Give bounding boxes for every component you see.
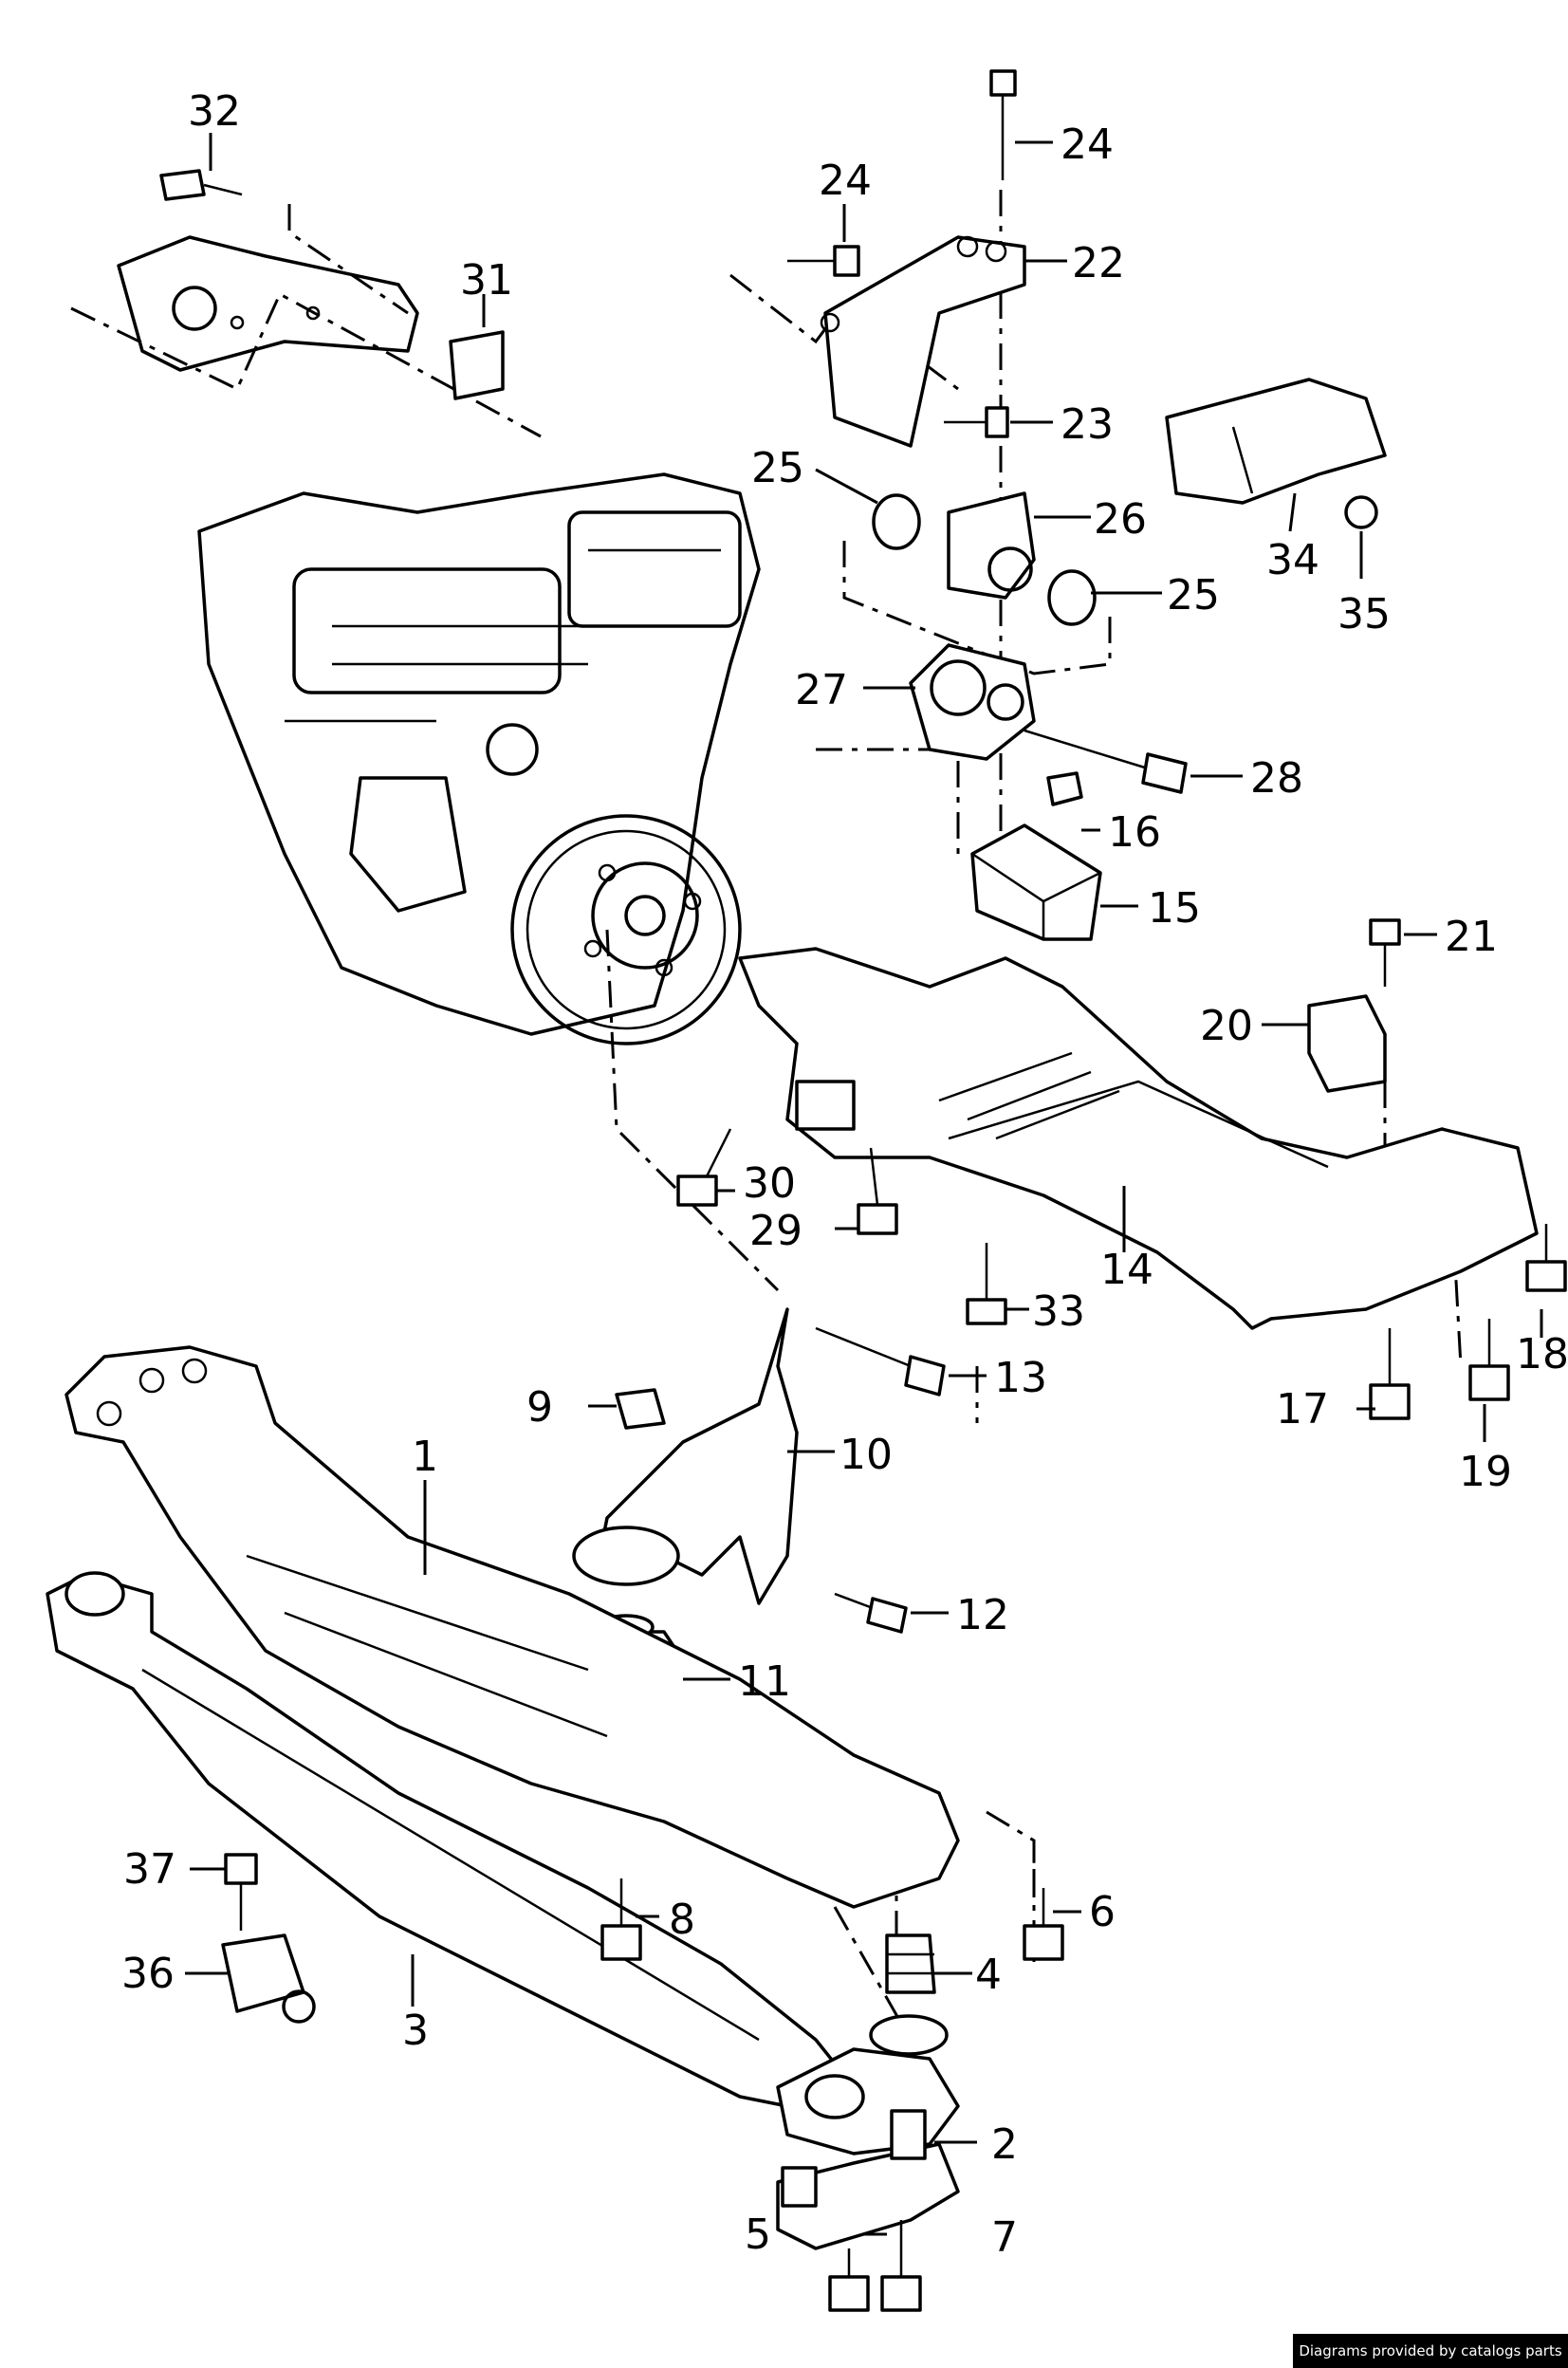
callout-31: 31 xyxy=(460,256,513,305)
leader-lines xyxy=(185,133,1543,2236)
bracket-31-32 xyxy=(117,169,505,400)
callout-25-right: 25 xyxy=(1167,571,1220,620)
callout-22: 22 xyxy=(1072,239,1125,287)
engine-assembly xyxy=(197,472,761,1045)
callout-8: 8 xyxy=(669,1896,695,1944)
callout-13: 13 xyxy=(994,1354,1047,1402)
callout-19: 19 xyxy=(1459,1448,1512,1496)
callout-37: 37 xyxy=(123,1845,176,1894)
callout-32: 32 xyxy=(188,87,241,136)
callout-6: 6 xyxy=(1089,1888,1116,1936)
callout-14: 14 xyxy=(1100,1246,1153,1294)
callout-11: 11 xyxy=(738,1657,791,1706)
callout-15: 15 xyxy=(1148,884,1201,933)
callout-27: 27 xyxy=(795,666,848,714)
callout-34: 34 xyxy=(1266,536,1319,584)
callout-28: 28 xyxy=(1250,754,1303,803)
callout-35: 35 xyxy=(1337,590,1391,638)
callout-5: 5 xyxy=(745,2211,771,2259)
callout-2: 2 xyxy=(991,2120,1018,2169)
callout-24-top: 24 xyxy=(1061,120,1114,169)
callout-30: 30 xyxy=(743,1159,796,1208)
callout-20: 20 xyxy=(1200,1002,1253,1050)
callout-12: 12 xyxy=(956,1591,1009,1639)
callout-10: 10 xyxy=(839,1431,893,1479)
subframe-14 xyxy=(676,918,1567,1420)
callout-26: 26 xyxy=(1094,495,1147,544)
callout-1: 1 xyxy=(412,1433,438,1481)
callout-7: 7 xyxy=(991,2213,1018,2262)
callout-24-side: 24 xyxy=(819,157,872,205)
callout-17: 17 xyxy=(1276,1385,1329,1434)
upper-mount-components xyxy=(787,69,1387,941)
callout-16: 16 xyxy=(1108,808,1161,857)
callout-33: 33 xyxy=(1032,1287,1085,1336)
callout-3: 3 xyxy=(402,2007,429,2055)
callout-29: 29 xyxy=(749,1207,802,1255)
callout-9: 9 xyxy=(526,1383,553,1432)
callout-25-left: 25 xyxy=(751,444,804,492)
crossmember-1-3 xyxy=(46,1345,1064,2312)
credit-footer: Diagrams provided by catalogs parts xyxy=(1293,2334,1568,2368)
callout-4: 4 xyxy=(975,1951,1002,1999)
callout-18: 18 xyxy=(1516,1330,1568,1378)
callout-36: 36 xyxy=(121,1950,175,1998)
callout-23: 23 xyxy=(1061,400,1114,449)
callout-21: 21 xyxy=(1445,913,1498,961)
callout-labels: 1 2 3 4 5 6 7 8 9 10 11 12 13 14 15 16 1… xyxy=(121,87,1568,2262)
